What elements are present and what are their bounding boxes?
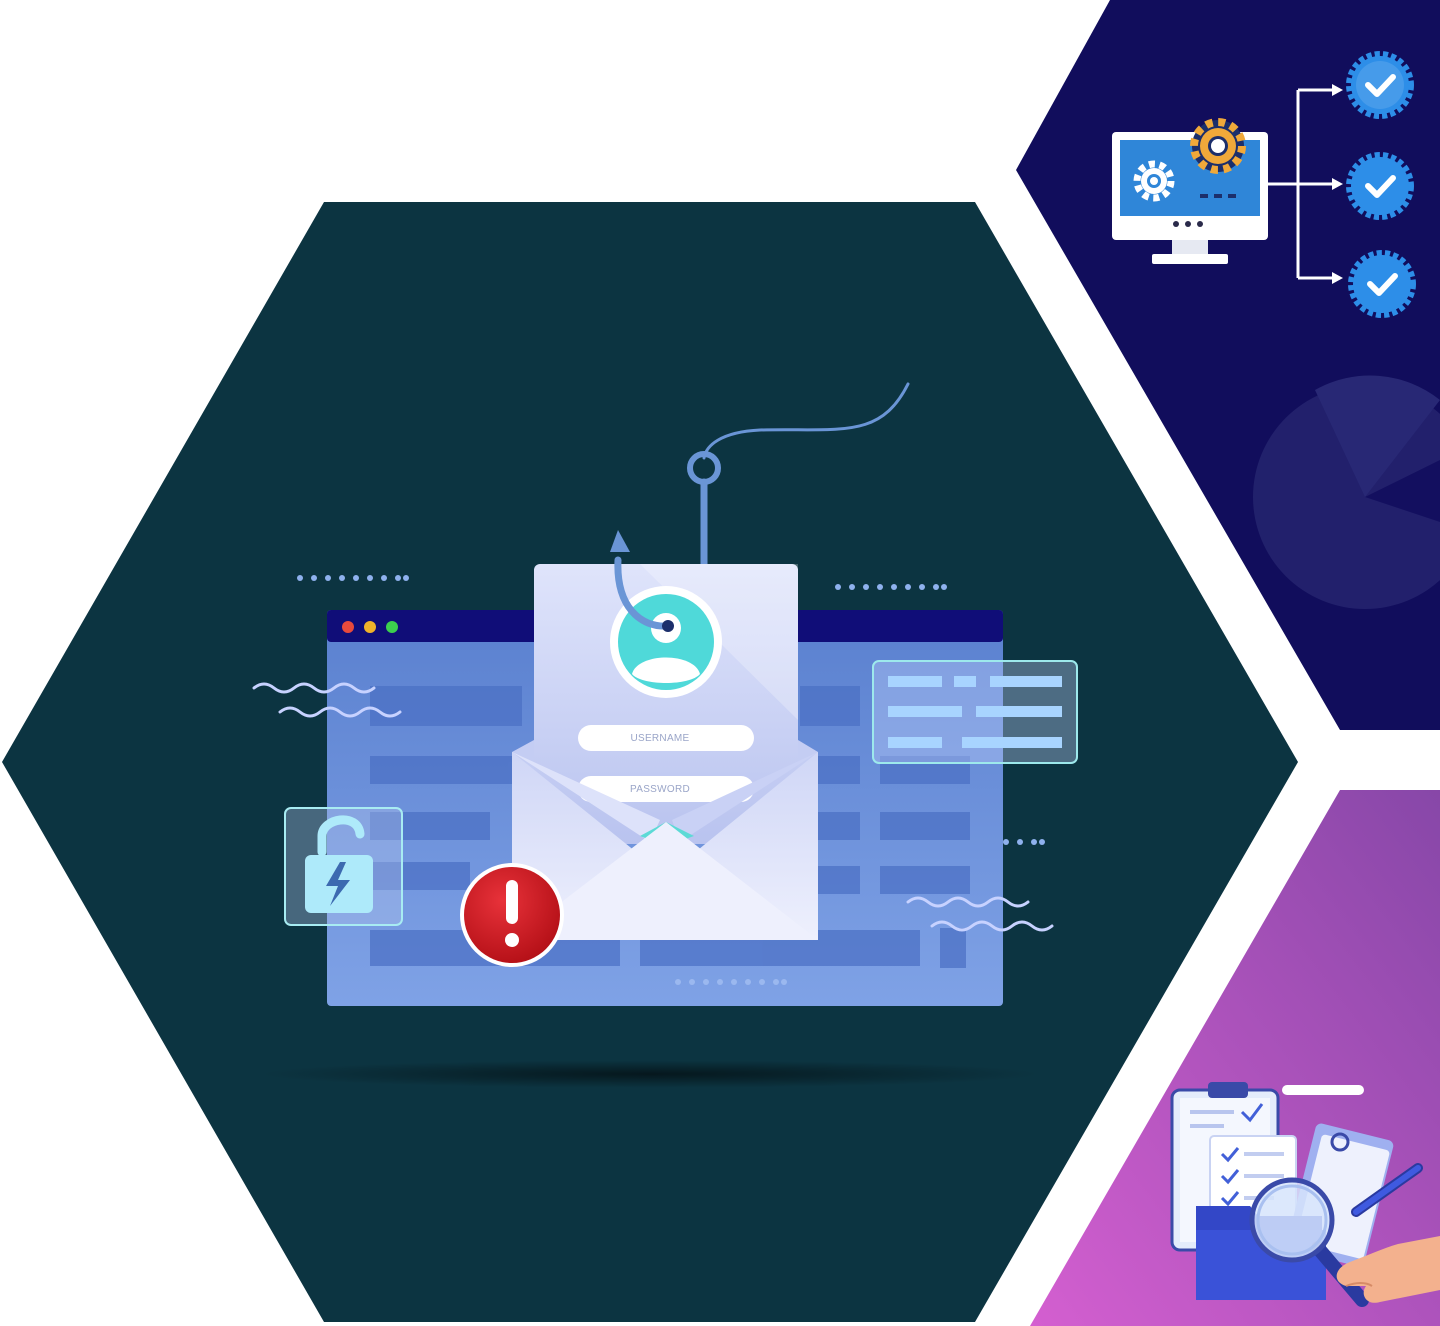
fishing-hook-icon xyxy=(687,382,910,570)
top-right-panel xyxy=(1016,0,1440,730)
hand-icon xyxy=(1336,1236,1440,1303)
pen-icon xyxy=(1351,1163,1423,1217)
phishing-letter: USERNAME PASSWORD xyxy=(534,564,798,844)
broken-padlock-icon xyxy=(284,807,403,926)
wavy-lines xyxy=(252,682,1054,932)
password-placeholder: PASSWORD xyxy=(630,784,690,795)
text-lines-card-icon xyxy=(872,660,1078,764)
verified-check-badge-icon xyxy=(1346,51,1414,119)
username-field: USERNAME xyxy=(578,725,754,751)
warning-exclamation-icon xyxy=(460,863,564,967)
pie-chart-icon xyxy=(1253,375,1440,609)
dots-row xyxy=(297,575,409,581)
monitor-gears-icon xyxy=(1112,118,1268,264)
password-field: PASSWORD xyxy=(578,776,754,802)
email-envelope-icon xyxy=(512,740,818,940)
hook-bend xyxy=(614,556,672,630)
connector-lines xyxy=(1268,88,1336,280)
username-placeholder: USERNAME xyxy=(630,733,689,744)
bottom-right-panel xyxy=(1030,790,1440,1326)
dots-row xyxy=(835,584,947,590)
verified-check-badge-icon xyxy=(1346,152,1414,220)
verified-check-badge-icon xyxy=(1348,250,1416,318)
